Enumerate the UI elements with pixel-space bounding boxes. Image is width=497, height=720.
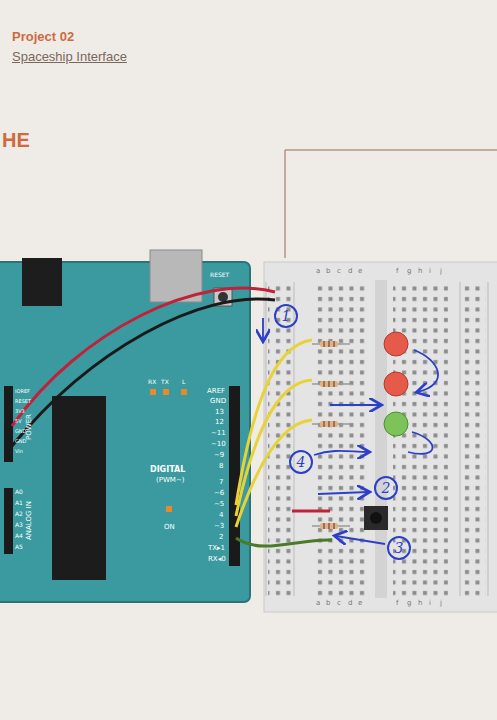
power-jack (22, 258, 62, 306)
pin-label: A1 (15, 500, 23, 506)
breadboard (264, 262, 497, 612)
column-letter: c (337, 268, 341, 275)
board-label: ANALOG IN (26, 501, 33, 540)
pin-label: RX◂0 (208, 556, 226, 563)
column-letter: g (407, 268, 411, 275)
pin-label: 13 (215, 409, 224, 416)
pin-label: A3 (15, 522, 23, 528)
project-number: Project 02 (12, 30, 74, 43)
callout-circle: 4 (289, 450, 313, 474)
column-letter: f (396, 268, 398, 275)
pin-label: TX▸1 (208, 545, 225, 552)
pin-label: GND (15, 429, 26, 434)
microcontroller-chip (52, 396, 106, 580)
column-letter: d (348, 268, 352, 275)
reset-button (218, 292, 228, 302)
callout-number: 4 (297, 455, 306, 469)
callout-circle: 3 (387, 536, 411, 560)
column-letter: f (396, 600, 398, 607)
hand-arrow (263, 318, 438, 544)
callout-number: 3 (395, 541, 404, 555)
resistor-symbol (312, 341, 350, 529)
board-label: DIGITAL (150, 466, 185, 474)
pin-label: ~10 (211, 441, 226, 448)
column-letter: j (440, 268, 442, 275)
column-letter: i (429, 268, 431, 275)
green-wire (236, 538, 332, 546)
pin-label: ~9 (214, 452, 224, 459)
led-label: TX (161, 379, 169, 385)
pin-label: A5 (15, 544, 23, 550)
red-led (384, 372, 408, 396)
pin-label: AREF (207, 388, 225, 395)
column-letter: a (316, 268, 320, 275)
led-label: L (182, 379, 185, 385)
push-button (364, 506, 388, 530)
on-led (166, 506, 172, 512)
column-letter: j (440, 600, 442, 607)
board-label: ON (164, 524, 175, 531)
board-label: (PWM~) (156, 477, 185, 484)
black-wire (12, 299, 275, 446)
pin-label: 3V3 (15, 409, 25, 414)
red-wire (12, 288, 275, 426)
callout-circle: 1 (274, 304, 298, 328)
column-letter: e (358, 600, 362, 607)
pin-label: A0 (15, 489, 23, 495)
column-letter: h (418, 600, 422, 607)
column-letter: e (358, 268, 362, 275)
pin-label: ~11 (211, 430, 226, 437)
frame-line (285, 150, 497, 258)
column-letter: c (337, 600, 341, 607)
red-led (384, 332, 408, 356)
green-led (384, 412, 408, 436)
pin-label: ~3 (214, 523, 224, 530)
column-letter: i (429, 600, 431, 607)
board-label: POWER (26, 414, 33, 440)
pin-label: 8 (219, 463, 223, 470)
pin-label: GND (15, 439, 26, 444)
arduino-board (0, 262, 250, 602)
pin-label: GND (210, 398, 226, 405)
pin-label: 7 (219, 479, 223, 486)
column-letter: d (348, 600, 352, 607)
pin-label: IOREF (15, 389, 30, 394)
heading-fragment: HE (2, 130, 30, 150)
pin-label: 5V (15, 419, 22, 424)
pin-label: Vin (15, 449, 23, 454)
pin-label: 4 (219, 512, 223, 519)
pin-label: ~6 (214, 490, 224, 497)
callout-number: 1 (282, 309, 291, 323)
pin-label: ~5 (214, 501, 224, 508)
project-title: Spaceship Interface (12, 50, 127, 63)
column-letter: b (326, 600, 330, 607)
pin-label: A2 (15, 511, 23, 517)
column-letter: a (316, 600, 320, 607)
red-jumper (292, 510, 330, 513)
callout-number: 2 (382, 481, 391, 495)
pin-label: 12 (215, 419, 224, 426)
callout-circle: 2 (374, 476, 398, 500)
board-label: RESET (210, 272, 229, 278)
pin-label: A4 (15, 533, 23, 539)
pin-label: RESET (15, 399, 31, 404)
led-label: RX (148, 379, 156, 385)
analog-header (4, 488, 13, 554)
column-letter: b (326, 268, 330, 275)
column-letter: h (418, 268, 422, 275)
column-letter: g (407, 600, 411, 607)
pin-label: 2 (219, 534, 223, 541)
